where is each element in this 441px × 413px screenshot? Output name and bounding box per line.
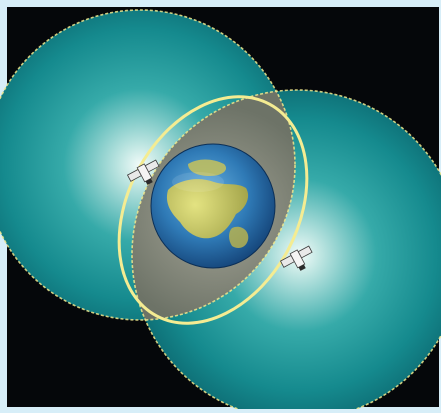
right-sphere-outline [131,89,441,413]
satellite-icon [126,159,160,185]
earth-icon [150,143,276,269]
left-sphere-outline [0,9,296,321]
satellite-icon [279,245,313,271]
